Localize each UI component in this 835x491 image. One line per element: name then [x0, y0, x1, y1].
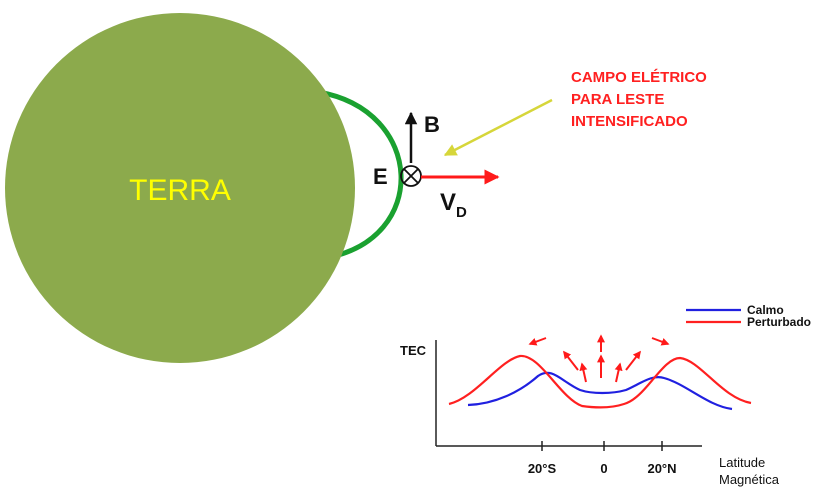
tec-xlabel-line1: Latitude	[719, 455, 765, 470]
plasma-arrow-up-right	[614, 362, 623, 383]
annotation-pointer-arrow	[443, 98, 553, 157]
legend-label-calmo: Calmo	[747, 303, 784, 317]
plasma-arrow-far-left	[528, 337, 547, 346]
tec-ylabel: TEC	[400, 343, 427, 358]
tec-plot: TEC 20°S 0 20°N Latitude Magnética Calmo…	[400, 303, 811, 487]
plasma-arrow-diag-right	[625, 350, 641, 371]
curve-perturbado	[448, 354, 752, 409]
tick-label-20n: 20°N	[647, 461, 676, 476]
tick-label-0: 0	[600, 461, 607, 476]
electric-field-label: E	[373, 164, 388, 189]
plasma-arrow-diag-left	[563, 350, 579, 371]
earth-label: TERRA	[129, 174, 231, 207]
b-field-label: B	[424, 112, 440, 137]
plasma-arrow-up-left	[579, 362, 588, 383]
vd-subscript: D	[456, 204, 467, 221]
earth	[5, 13, 355, 363]
vd-main: V	[440, 189, 456, 216]
tec-xlabel-line2: Magnética	[719, 472, 780, 487]
field-annotation-line-2: PARA LESTE	[571, 91, 664, 108]
field-annotation-line-3: INTENSIFICADO	[571, 113, 688, 130]
electric-field-cross-b	[403, 168, 419, 184]
legend-label-perturbado: Perturbado	[747, 315, 811, 329]
plasma-arrow-far-right	[651, 337, 670, 346]
field-annotation-line-1: CAMPO ELÉTRICO	[571, 69, 707, 86]
curve-calmo	[467, 371, 733, 411]
tick-label-20s: 20°S	[528, 461, 557, 476]
drift-velocity-label: VD	[440, 189, 467, 221]
